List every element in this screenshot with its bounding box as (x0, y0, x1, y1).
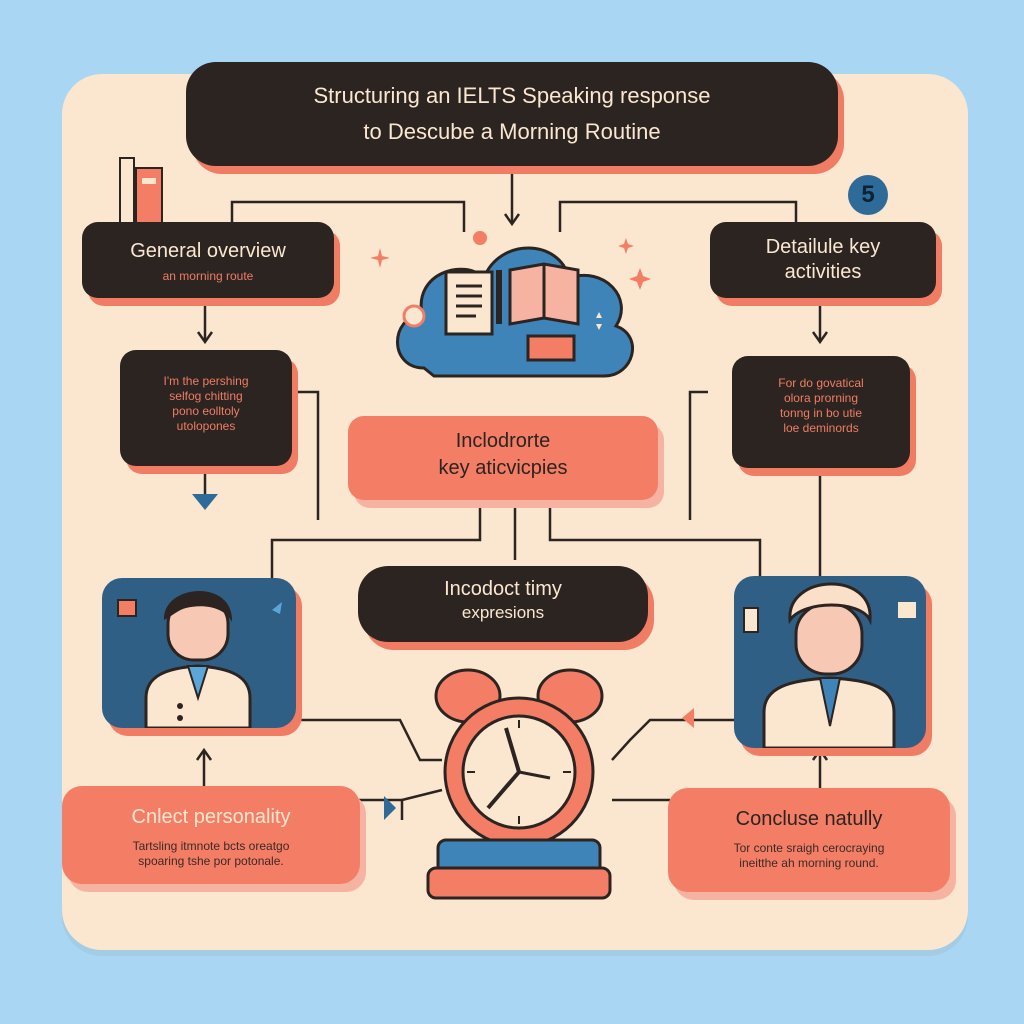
diagram-title: Structuring an IELTS Speaking response t… (186, 62, 838, 166)
right-note-line: loe deminords (783, 421, 859, 435)
reflect-personality-box: Cnlect personality Tartsling itmnote bct… (62, 786, 360, 884)
bottom-right-heading: Concluse natully (735, 808, 883, 830)
general-overview-box: General overview an morning route (82, 222, 334, 298)
time-expressions-box: Incodoct timy expresions (358, 566, 648, 642)
step-number-badge: 5 (848, 175, 888, 215)
left-note-box: I'm the pershing selfog chitting pono eo… (120, 350, 292, 466)
title-line-1: Structuring an IELTS Speaking response (313, 83, 711, 108)
center-dark-line-2: expresions (461, 603, 545, 622)
left-note-line: utolopones (176, 419, 236, 433)
person-icon (743, 582, 916, 748)
general-overview-heading: General overview (130, 240, 286, 262)
folder-icon (119, 157, 163, 227)
center-pink-line-1: Inclodrorte (455, 430, 551, 452)
person-icon (117, 590, 282, 728)
bottom-left-line-1: Tartsling itmnote bcts oreatgo (132, 839, 290, 853)
sparkle-decorations (370, 238, 651, 290)
left-note-line: pono eolltoly (172, 404, 240, 418)
title-line-2: to Descube a Morning Routine (363, 119, 661, 144)
left-person-portrait (102, 578, 296, 728)
detail-key-heading-1: Detailule key (765, 236, 881, 258)
detail-key-heading-2: activities (784, 261, 862, 283)
bottom-right-line-2: ineitthe ah morning round. (739, 856, 879, 870)
alarm-clock-icon (426, 668, 612, 900)
right-note-line: olora prorning (783, 391, 859, 405)
center-dark-line-1: Incodoct timy (444, 578, 562, 600)
conclude-naturally-box: Concluse natully Tor conte sraigh cerocr… (668, 788, 950, 892)
bottom-left-heading: Cnlect personality (131, 806, 291, 828)
general-overview-sub: an morning route (162, 269, 254, 283)
right-note-line: tonng in bo utie (779, 406, 863, 420)
cloud-books-icon (396, 231, 634, 378)
right-note-box: For do govatical olora prorning tonng in… (732, 356, 910, 468)
center-pink-line-2: key aticvicpies (438, 457, 568, 479)
left-note-line: I'm the pershing (163, 374, 249, 388)
bottom-left-line-2: spoaring tshe por potonale. (138, 854, 284, 868)
incorporate-key-activities-box: Inclodrorte key aticvicpies (348, 416, 658, 500)
bottom-right-line-1: Tor conte sraigh cerocraying (733, 841, 885, 855)
right-person-portrait (734, 576, 926, 748)
detail-key-box: Detailule key activities (710, 222, 936, 298)
left-note-line: selfog chitting (169, 389, 243, 403)
right-note-line: For do govatical (778, 376, 864, 390)
